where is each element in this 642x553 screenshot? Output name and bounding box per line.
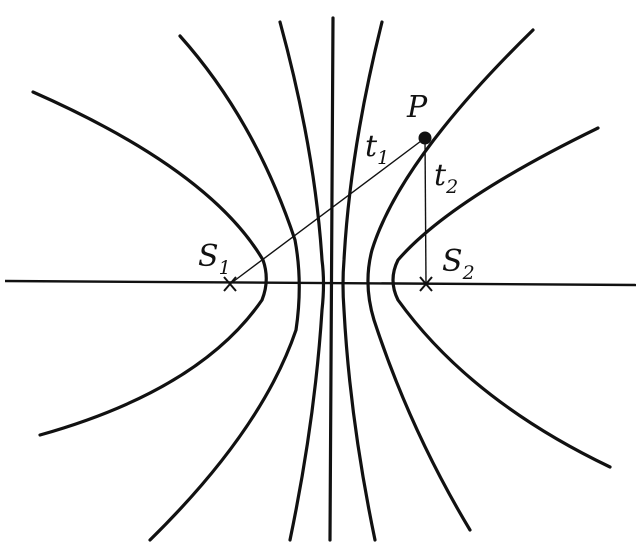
label-t1-index: 1 bbox=[377, 147, 389, 169]
label-p: P bbox=[406, 90, 428, 125]
line-t1 bbox=[229, 137, 426, 285]
label-t1-letter: t bbox=[365, 129, 378, 164]
label-t2-index: 2 bbox=[445, 176, 458, 198]
label-s2: S2 bbox=[442, 244, 475, 284]
label-t2-letter: t bbox=[434, 158, 447, 193]
right-hyperbola-inner bbox=[341, 20, 384, 542]
right-hyperbola-outer bbox=[391, 126, 612, 469]
right-hyperbola-middle bbox=[366, 28, 535, 532]
label-s1-index: 1 bbox=[219, 257, 231, 279]
label-s2-index: 2 bbox=[462, 262, 475, 284]
point-p bbox=[418, 131, 432, 145]
horizontal-axis bbox=[4, 279, 637, 287]
left-hyperbola-inner bbox=[278, 20, 326, 542]
label-t1: t1 bbox=[365, 129, 389, 169]
line-t2 bbox=[424, 137, 427, 285]
left-hyperbola-outer bbox=[31, 90, 268, 437]
label-s1: S1 bbox=[198, 239, 231, 279]
label-s2-letter: S bbox=[442, 244, 463, 279]
label-s1-letter: S bbox=[198, 239, 219, 274]
label-t2: t2 bbox=[434, 158, 458, 198]
left-hyperbola-middle bbox=[148, 34, 301, 542]
source-s2-marker bbox=[419, 276, 433, 292]
source-s1-marker bbox=[223, 276, 237, 292]
center-line bbox=[328, 16, 335, 542]
